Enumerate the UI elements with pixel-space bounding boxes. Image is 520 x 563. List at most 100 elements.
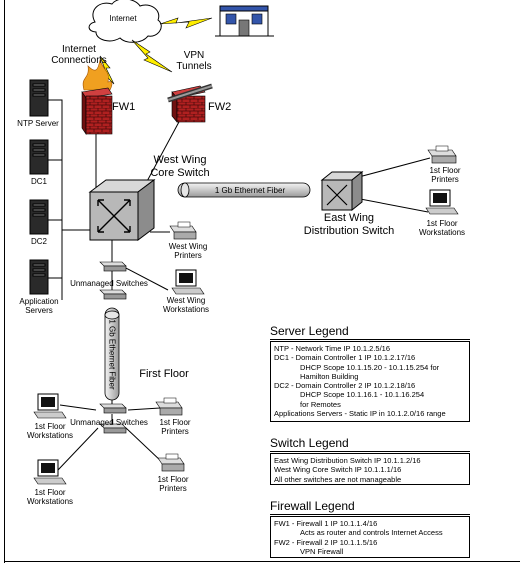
server-legend-line: NTP - Network Time IP 10.1.2.5/16: [274, 344, 391, 353]
remote-building-icon: [215, 5, 274, 37]
bottom-border: [4, 561, 520, 562]
ntp-server-icon: [29, 79, 49, 117]
firewall-legend-line: FW1 - Firewall 1 IP 10.1.1.4/16: [274, 519, 378, 528]
unmanaged-switches-top-label: Unmanaged Switches: [70, 279, 148, 288]
west-wing-workstations-label: West Wing Workstations: [158, 296, 214, 314]
dc1-server-icon: [29, 139, 49, 175]
server-icons: [29, 79, 49, 295]
vpn-tunnels-line-1: VPN: [183, 50, 205, 61]
ff-pr-bottom-line-1: 1st Floor: [157, 475, 189, 484]
ff-workstation-bottom-icon: [33, 459, 67, 485]
west-wing-workstation-icon: [171, 269, 205, 295]
switch-legend-box: East Wing Distribution Switch IP 10.1.1.…: [270, 453, 470, 485]
ff-workstations-bottom-label: 1st Floor Workstations: [22, 488, 78, 506]
ff-ws-bottom-line-2: Workstations: [26, 497, 74, 506]
ff-pr-bottom-line-2: Printers: [159, 484, 187, 493]
server-legend-line: DHCP Scope 10.1.16.1 - 10.1.16.254: [300, 390, 425, 400]
internet-connections-line-2: Connections: [51, 55, 107, 66]
east-workstations-line-2: Workstations: [418, 228, 466, 237]
unmanaged-switch-3-icon: [99, 403, 127, 414]
east-switch-line-2: Distribution Switch: [303, 225, 395, 237]
ff-workstations-top-label: 1st Floor Workstations: [22, 422, 78, 440]
ff-pr-top-line-2: Printers: [161, 427, 189, 436]
server-legend-line: DC1 - Domain Controller 1 IP 10.1.2.17/1…: [274, 353, 416, 363]
application-servers-line-1: Application: [19, 297, 59, 306]
firewall-legend-line: FW2 - Firewall 2 IP 10.1.1.5/16: [274, 537, 378, 547]
ff-printers-bottom-label: 1st Floor Printers: [148, 475, 198, 493]
east-printer-icon: [427, 145, 457, 164]
server-legend-line: Applications Servers - Static IP in 10.1…: [274, 409, 446, 419]
connection-lines: [48, 99, 431, 471]
east-printers-line-2: Printers: [431, 175, 459, 184]
ff-workstation-top-icon: [33, 393, 67, 419]
server-legend-line: Hamilton Building: [300, 371, 359, 381]
server-legend-line: for Remotes: [300, 399, 341, 409]
ww-printers-line-1: West Wing: [168, 242, 208, 251]
firewall-legend-title: Firewall Legend: [270, 499, 355, 513]
firewall-1-icon: [81, 58, 113, 135]
fw2-label: FW2: [208, 101, 232, 113]
unmanaged-switches-bottom-label: Unmanaged Switches: [70, 418, 148, 427]
unmanaged-switch-2-icon: [99, 289, 127, 300]
east-printers-line-1: 1st Floor: [429, 166, 461, 175]
switch-legend-rule: [270, 451, 470, 452]
server-legend-line: DC2 - Domain Controller 2 IP 10.1.2.18/1…: [274, 381, 416, 391]
core-switch-line-2: Core Switch: [150, 167, 210, 179]
fiber-horizontal-label: 1 Gb Ethernet Fiber: [214, 186, 286, 195]
ff-ws-top-line-1: 1st Floor: [34, 422, 66, 431]
west-wing-printers-label: West Wing Printers: [160, 242, 216, 260]
dc1-label: DC1: [30, 177, 47, 186]
switch-legend-lines: East Wing Distribution Switch IP 10.1.1.…: [274, 456, 466, 484]
east-switch-line-1: East Wing: [323, 212, 375, 224]
application-servers-label: Application Servers: [9, 297, 69, 315]
server-legend-title: Server Legend: [270, 324, 349, 338]
east-wing-distribution-switch-icon: [320, 170, 364, 212]
west-wing-printer-icon: [169, 221, 197, 240]
fw1-label: FW1: [112, 101, 136, 113]
ww-printers-line-2: Printers: [174, 251, 202, 260]
left-border: [4, 0, 5, 563]
ff-printer-bottom-icon: [157, 453, 185, 472]
fiber-vertical-label: 1 Gb Ethernet Fiber: [107, 319, 117, 390]
ff-pr-top-line-1: 1st Floor: [159, 418, 191, 427]
fiber-link-horizontal: [177, 182, 311, 198]
dc2-server-icon: [29, 199, 49, 235]
fiber-link-vertical: [104, 307, 120, 401]
server-legend-rule: [270, 339, 470, 340]
east-workstations-line-1: 1st Floor: [426, 219, 458, 228]
ff-printers-top-label: 1st Floor Printers: [150, 418, 200, 436]
internet-connections-label: Internet Connections: [44, 44, 114, 66]
ntp-server-label: NTP Server: [17, 119, 59, 128]
internet-cloud-icon: [88, 0, 162, 43]
switch-legend-line: East Wing Distribution Switch IP 10.1.1.…: [274, 456, 421, 465]
application-server-icon: [29, 259, 49, 295]
switch-legend-title: Switch Legend: [270, 436, 349, 450]
unmanaged-switch-icons: [99, 261, 127, 434]
workstation-icons: [33, 189, 459, 485]
ww-workstations-line-1: West Wing: [166, 296, 206, 305]
firewall-legend-line: VPN Firewall: [300, 546, 344, 556]
vpn-tunnels-line-2: Tunnels: [176, 61, 212, 72]
server-legend-line: DHCP Scope 10.1.15.20 - 10.1.15.254 for: [300, 362, 440, 372]
vpn-tunnels-label: VPN Tunnels: [164, 50, 224, 72]
application-servers-line-2: Servers: [25, 306, 53, 315]
ww-workstations-line-2: Workstations: [162, 305, 210, 314]
east-wing-distribution-switch-label: East Wing Distribution Switch: [294, 212, 404, 238]
east-workstation-icon: [425, 189, 459, 215]
west-wing-core-switch-icon: [88, 179, 156, 241]
ff-ws-bottom-line-1: 1st Floor: [34, 488, 66, 497]
firewall-2-icon: [167, 83, 213, 123]
switch-legend-line: West Wing Core Switch IP 10.1.1.1/16: [274, 465, 402, 475]
ff-ws-top-line-2: Workstations: [26, 431, 74, 440]
internet-label: Internet: [109, 14, 137, 23]
firewall-legend-line: Acts as router and controls Internet Acc…: [300, 528, 443, 538]
firewall-legend-rule: [270, 514, 470, 515]
first-floor-label: First Floor: [139, 368, 189, 380]
unmanaged-switch-4-icon: [99, 423, 127, 434]
